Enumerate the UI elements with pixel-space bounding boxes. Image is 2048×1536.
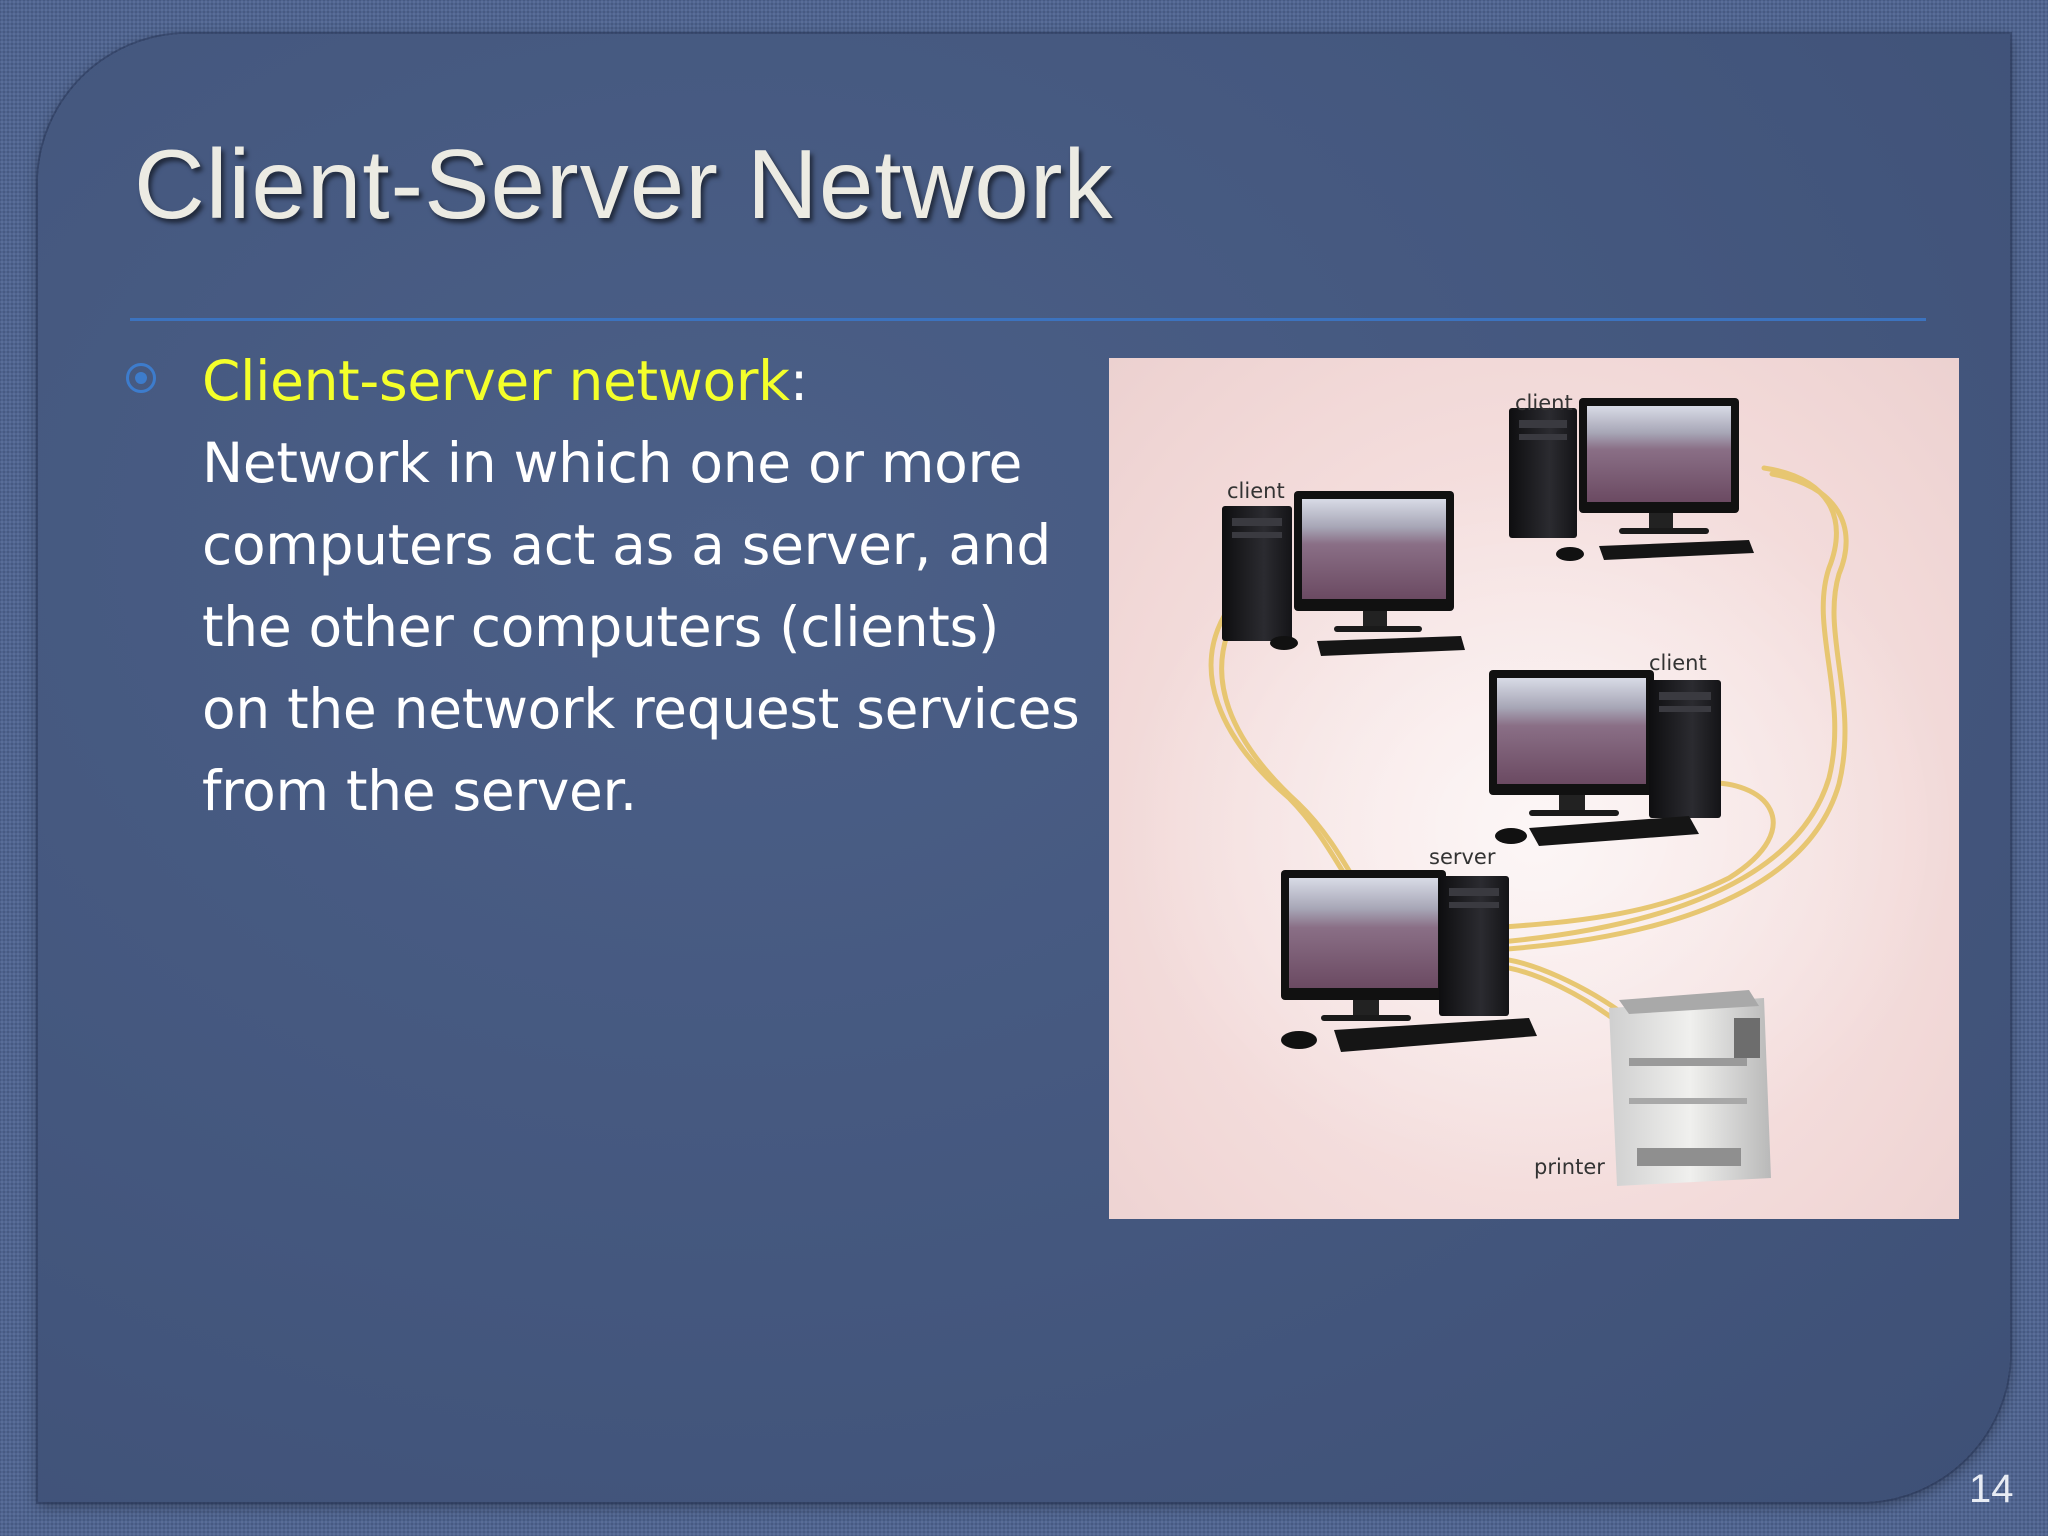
bullet-separator: : [789, 349, 809, 413]
page-number: 14 [1969, 1467, 2014, 1511]
slide-title: Client-Server Network [134, 129, 1114, 239]
label-client-middle: client [1649, 651, 1707, 675]
client-computer-top-right [1509, 398, 1754, 561]
bullet-text: Client-server network: Network in which o… [202, 340, 1082, 832]
network-figure: client client client server printer [1109, 358, 1959, 1219]
label-client-top-left: client [1227, 479, 1285, 503]
server-computer [1281, 870, 1537, 1052]
client-computer-top-left [1222, 491, 1465, 656]
network-illustration: client client client server printer [1119, 391, 1959, 1188]
title-divider [130, 318, 1926, 321]
bullet-icon [126, 363, 156, 393]
label-client-top-right: client [1515, 391, 1573, 415]
bullet-definition: Network in which one or more computers a… [202, 431, 1080, 823]
bullet-term: Client-server network [202, 349, 790, 413]
printer-device [1609, 990, 1771, 1186]
label-printer: printer [1534, 1155, 1605, 1179]
client-computer-middle [1489, 670, 1721, 846]
label-server: server [1429, 845, 1496, 869]
